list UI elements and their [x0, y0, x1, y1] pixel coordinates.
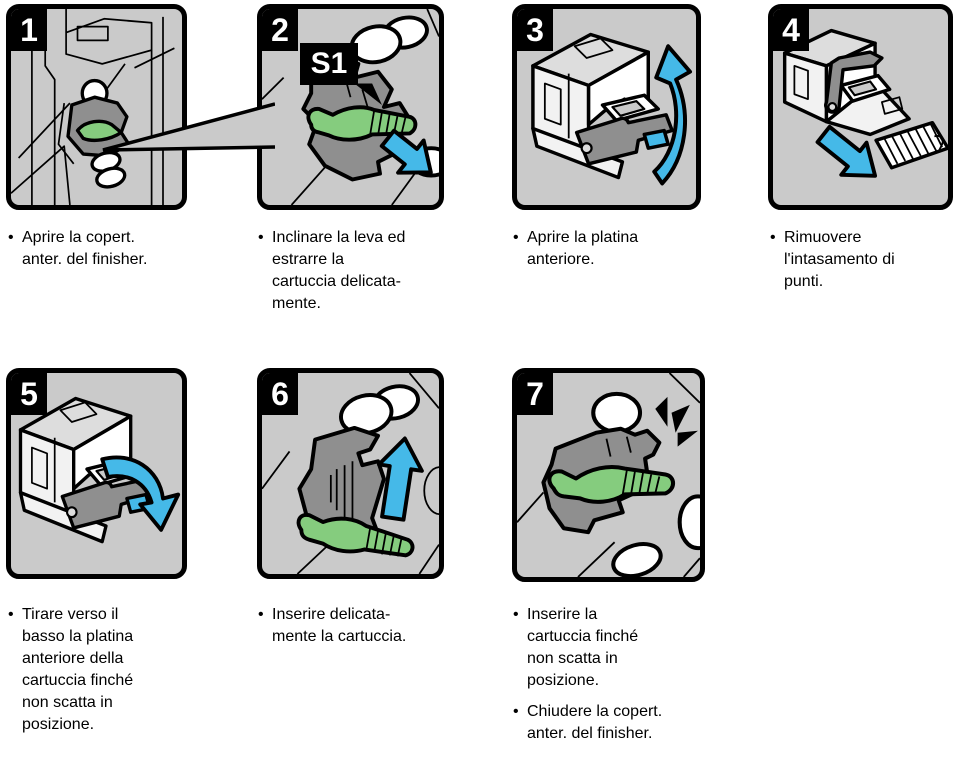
- pivot-pin-icon: [66, 506, 78, 519]
- step-4-caption: • Rimuovere l'intasamento di punti.: [770, 227, 965, 293]
- arrow-down-right-icon: [379, 128, 433, 175]
- step-2-panel: S1 2: [257, 4, 444, 210]
- blue-tab-icon: [642, 128, 670, 150]
- step-3-panel: 3: [512, 4, 701, 210]
- front-plate-open-art: [824, 50, 884, 114]
- roller-cylinders-art: [90, 150, 127, 189]
- green-lever-icon: [547, 465, 676, 504]
- roller-cylinder-icon: [677, 494, 700, 551]
- step-6-number-badge: 6: [262, 373, 298, 415]
- staple-refill-sheet-art: [874, 120, 948, 170]
- bullet-icon: •: [258, 229, 264, 246]
- green-lever-icon: [296, 512, 415, 558]
- step-7-number-badge: 7: [517, 373, 553, 415]
- step-6-illustration: [262, 373, 439, 574]
- curved-arrow-up-icon: [652, 44, 693, 186]
- step-6-caption-text: Inserire delicata- mente la cartuccia.: [272, 606, 407, 645]
- step-7-panel: 7: [512, 368, 705, 582]
- zoom-callout-wedge: [95, 92, 276, 160]
- bullet-icon: •: [8, 606, 14, 623]
- bullet-icon: •: [770, 229, 776, 246]
- step-4-number-badge: 4: [773, 9, 809, 51]
- step-7-caption: • Inserire la cartuccia finché non scatta…: [513, 604, 723, 745]
- step-2-caption: • Inclinare la leva ed estrarre la cartuc…: [258, 227, 458, 315]
- bullet-icon: •: [513, 606, 519, 623]
- roller-cylinder-icon: [611, 542, 663, 577]
- step-2-caption-text: Inclinare la leva ed estrarre la cartucc…: [272, 229, 406, 312]
- green-lever-icon: [75, 119, 123, 143]
- bullet-icon: •: [513, 703, 519, 720]
- step-6-caption: • Inserire delicata- mente la cartuccia.: [258, 604, 468, 648]
- step-3-number-badge: 3: [517, 9, 553, 51]
- step-4-caption-text: Rimuovere l'intasamento di punti.: [784, 229, 895, 290]
- pin-cylinder-art: [339, 384, 420, 436]
- staple-cartridge-art: [782, 28, 911, 137]
- step-5-caption-text: Tirare verso il basso la platina anterio…: [22, 606, 134, 733]
- step-1-caption: • Aprire la copert. anter. del finisher.: [8, 227, 203, 271]
- s1-label-pointer: [354, 83, 382, 106]
- bullet-icon: •: [258, 606, 264, 623]
- step-7-illustration: [517, 373, 700, 577]
- step-5-number-badge: 5: [11, 373, 47, 415]
- click-snap-marks-icon: [655, 396, 698, 447]
- step-1-illustration: [11, 9, 175, 205]
- bullet-icon: •: [513, 229, 519, 246]
- pivot-pin-icon: [827, 102, 838, 112]
- step-1-caption-text: Aprire la copert. anter. del finisher.: [22, 229, 148, 268]
- step-3-caption-text: Aprire la platina anteriore.: [527, 229, 639, 268]
- step-5-panel: 5: [6, 368, 187, 579]
- staple-cartridge-art: [297, 425, 386, 548]
- step-6-panel: 6: [257, 368, 444, 579]
- step-4-panel: 4: [768, 4, 953, 210]
- green-lever-icon: [306, 105, 418, 142]
- curved-arrow-down-icon: [100, 455, 181, 532]
- front-plate-art: [60, 477, 156, 530]
- arrow-down-right-icon: [815, 124, 878, 178]
- step-5-illustration: [18, 396, 181, 544]
- staple-cartridge-art: [531, 32, 674, 180]
- s1-label: S1: [300, 43, 358, 85]
- step-2-number-badge: 2: [262, 9, 298, 51]
- step-3-caption: • Aprire la platina anteriore.: [513, 227, 713, 271]
- step-7-caption-text-1: Inserire la cartuccia finché non scatta …: [527, 606, 639, 689]
- bullet-icon: •: [8, 229, 14, 246]
- step-4-illustration: [782, 28, 948, 178]
- step-7-caption-text-2: Chiudere la copert. anter. del finisher.: [527, 703, 663, 742]
- pin-knob-icon: [591, 391, 643, 434]
- pivot-pin-icon: [580, 142, 593, 155]
- step-1-panel: 1: [6, 4, 187, 210]
- step-1-number-badge: 1: [11, 9, 47, 51]
- step-5-caption: • Tirare verso il basso la platina anteri…: [8, 604, 203, 736]
- arrow-up-icon: [377, 436, 424, 522]
- front-plate-art: [574, 113, 674, 166]
- pin-cylinder-art: [349, 15, 429, 65]
- step-3-illustration: [531, 32, 693, 186]
